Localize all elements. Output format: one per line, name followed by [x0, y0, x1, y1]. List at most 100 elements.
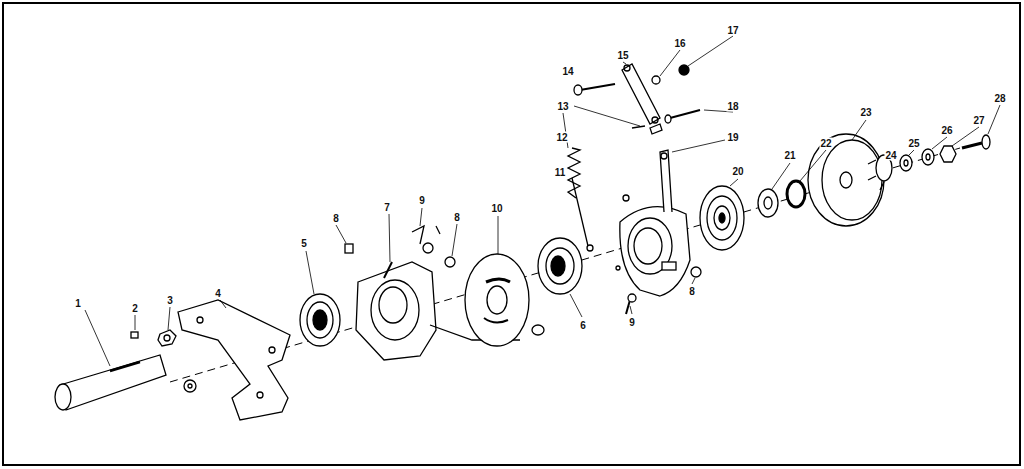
- drawing-stroke: [587, 245, 593, 251]
- drawing-stroke: [616, 266, 620, 270]
- drawing-stroke: [436, 226, 440, 234]
- drawing-stroke: [484, 318, 508, 323]
- callout-number: 19: [726, 132, 739, 143]
- drawing-stroke: [384, 262, 392, 278]
- callout-number: 6: [579, 320, 587, 331]
- drawing-stroke: [563, 113, 568, 148]
- drawing-stroke: [634, 228, 662, 264]
- drawing-stroke: [574, 106, 640, 126]
- drawing-stroke: [164, 335, 170, 341]
- drawing-stroke: [764, 197, 772, 209]
- drawing-stroke: [306, 251, 314, 294]
- drawing-stroke: [624, 65, 630, 71]
- callout-number: 9: [418, 195, 426, 206]
- drawing-stroke: [840, 172, 852, 188]
- drawing-stroke: [623, 62, 626, 64]
- drawing-stroke: [570, 294, 582, 317]
- callout-number: 8: [453, 212, 461, 223]
- callout-number: 28: [993, 93, 1006, 104]
- drawing-stroke: [691, 267, 701, 277]
- drawing-stroke: [660, 50, 680, 76]
- drawing-stroke: [356, 262, 436, 360]
- drawing-stroke: [620, 207, 690, 296]
- drawing-stroke: [714, 206, 730, 230]
- drawing-stroke: [692, 278, 695, 284]
- drawing-stroke: [168, 307, 170, 330]
- drawing-stroke: [498, 216, 499, 254]
- callout-number: 5: [300, 238, 308, 249]
- drawing-stroke: [546, 248, 574, 284]
- drawing-stroke: [85, 310, 110, 366]
- drawing-stroke: [665, 115, 671, 123]
- drawing-stroke: [336, 225, 346, 243]
- callout-number: 22: [819, 138, 832, 149]
- drawing-stroke: [808, 134, 884, 226]
- callout-number: 11: [554, 167, 567, 178]
- drawing-stroke: [307, 302, 333, 338]
- drawing-stroke: [650, 124, 662, 134]
- drawing-stroke: [313, 310, 327, 330]
- drawing-stroke: [371, 280, 419, 340]
- drawing-stroke: [868, 160, 884, 190]
- callout-number: 3: [166, 295, 174, 306]
- drawing-stroke: [135, 315, 136, 330]
- drawing-stroke: [420, 208, 422, 226]
- callout-number: 12: [555, 132, 568, 143]
- callout-number: 14: [561, 66, 574, 77]
- drawing-stroke: [379, 287, 407, 323]
- callout-number: 8: [688, 286, 696, 297]
- drawing-stroke: [580, 84, 615, 90]
- drawing-stroke: [257, 392, 263, 398]
- drawing-stroke: [909, 150, 914, 155]
- drawing-stroke: [719, 213, 725, 223]
- drawing-stroke: [389, 214, 390, 262]
- callout-number: 9: [628, 317, 636, 328]
- drawing-stroke: [184, 380, 196, 392]
- drawing-stroke: [197, 317, 203, 323]
- drawing-stroke: [131, 332, 138, 338]
- callout-number: 20: [731, 166, 744, 177]
- drawing-stroke: [60, 355, 166, 410]
- drawing-stroke: [623, 195, 629, 201]
- drawing-stroke: [822, 140, 882, 220]
- drawing-stroke: [800, 150, 826, 181]
- drawing-stroke: [652, 76, 660, 84]
- drawing-stroke: [932, 137, 947, 149]
- drawing-stroke: [532, 325, 544, 335]
- callout-number: 1: [74, 298, 82, 309]
- callout-number: 10: [490, 203, 503, 214]
- drawing-stroke: [551, 256, 565, 276]
- drawing-stroke: [688, 36, 733, 66]
- callout-number: 8: [332, 213, 340, 224]
- drawing-stroke: [412, 226, 424, 244]
- drawing-stroke: [660, 150, 672, 212]
- drawing-stroke: [486, 279, 510, 282]
- drawing-stroke: [772, 163, 790, 189]
- assembly-drawing: [55, 64, 990, 420]
- callout-number: 21: [783, 150, 796, 161]
- drawing-stroke: [632, 126, 645, 128]
- drawing-stroke: [574, 85, 582, 95]
- drawing-stroke: [700, 186, 744, 250]
- leader-lines: [85, 36, 1000, 366]
- drawing-stroke: [345, 244, 353, 253]
- callout-number: 26: [940, 125, 953, 136]
- drawing-stroke: [626, 300, 630, 314]
- drawing-stroke: [269, 347, 275, 353]
- drawing-stroke: [962, 143, 982, 148]
- drawing-stroke: [670, 110, 700, 118]
- drawing-stroke: [758, 189, 778, 217]
- drawing-stroke: [188, 384, 192, 388]
- callout-number: 27: [972, 115, 985, 126]
- drawing-stroke: [787, 181, 805, 207]
- drawing-stroke: [445, 257, 455, 267]
- frame: [3, 3, 1020, 465]
- drawing-stroke: [158, 330, 176, 346]
- drawing-stroke: [423, 243, 433, 253]
- drawing-stroke: [904, 160, 908, 166]
- callout-number: 17: [726, 25, 739, 36]
- drawing-stroke: [679, 65, 689, 75]
- drawing-stroke: [661, 153, 667, 159]
